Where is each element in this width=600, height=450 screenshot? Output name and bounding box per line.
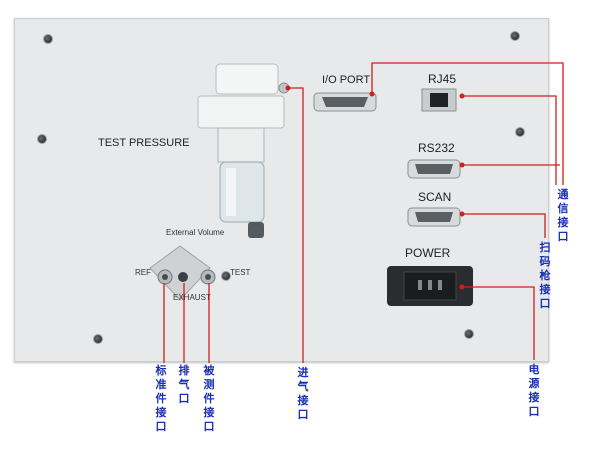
test-label: TEST bbox=[230, 268, 251, 277]
panel-screw-icon bbox=[516, 128, 524, 136]
panel-screw-icon bbox=[38, 135, 46, 143]
power-port-annotation: 电源接口 bbox=[528, 363, 540, 418]
panel-screw-icon bbox=[222, 272, 230, 280]
exhaust-port-annotation: 排气口 bbox=[178, 364, 190, 405]
power-label: POWER bbox=[405, 246, 451, 260]
test-pressure-label: TEST PRESSURE bbox=[98, 137, 190, 149]
panel-screw-icon bbox=[94, 335, 102, 343]
scan-label: SCAN bbox=[418, 190, 452, 204]
air-inlet-annotation: 进气接口 bbox=[297, 366, 309, 421]
test-part-port-annotation: 被测件接口 bbox=[203, 364, 215, 433]
exhaust-label: EXHAUST bbox=[173, 293, 211, 302]
panel-screw-icon bbox=[511, 32, 519, 40]
io-port-label: I/O PORT bbox=[322, 74, 371, 86]
scanner-port-annotation: 扫码枪接口 bbox=[539, 241, 551, 310]
ref-label: REF bbox=[135, 268, 151, 277]
reference-port-annotation: 标准件接口 bbox=[155, 364, 167, 433]
panel-screw-icon bbox=[465, 330, 473, 338]
external-volume-label: External Volume bbox=[166, 228, 225, 237]
comm-ports-annotation: 通信接口 bbox=[557, 188, 569, 243]
panel-screw-icon bbox=[44, 35, 52, 43]
rs232-label: RS232 bbox=[418, 141, 455, 155]
rj45-label: RJ45 bbox=[428, 72, 457, 86]
